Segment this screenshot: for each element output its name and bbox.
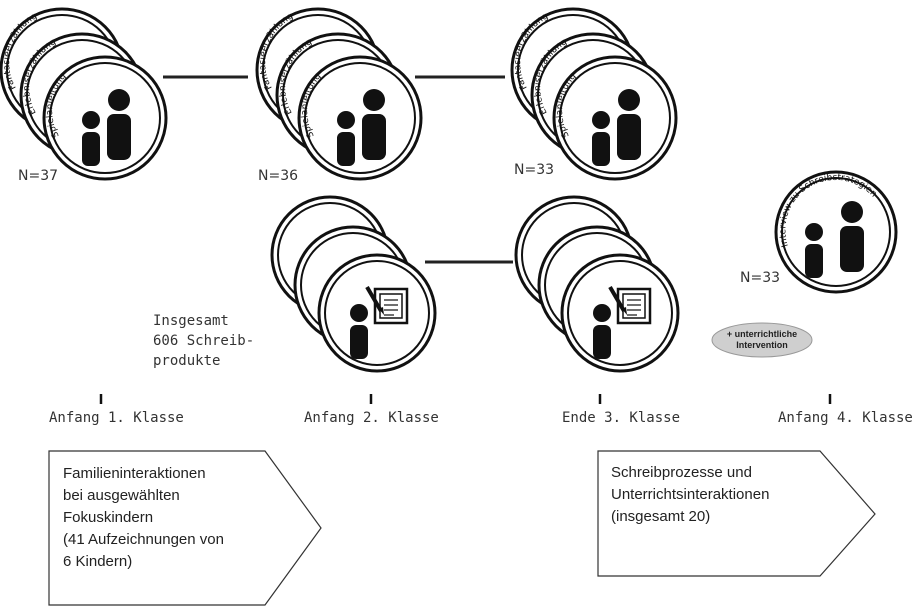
pencil-icon (608, 285, 627, 315)
child-icon (805, 223, 823, 278)
child-icon (592, 111, 610, 166)
intervention-label: + unterrichtliche Intervention (726, 329, 798, 350)
adult-icon (362, 89, 386, 160)
interview-circle: Interview zu Schreibstrategien (774, 170, 898, 294)
writing-circle-stack-1 (270, 195, 437, 373)
count-label-4: N=33 (740, 270, 781, 286)
adult-icon (617, 89, 641, 160)
pencil-icon (365, 285, 384, 315)
text-circle-stack-3: Fantasieerzählung Erlebniserzählung Spie… (510, 7, 678, 181)
text-circle-stack-2: Fantasieerzählung Erlebniserzählung Spie… (255, 7, 423, 181)
child-icon (82, 111, 100, 166)
arrow-box-family (48, 450, 322, 606)
timeline-label-2: Anfang 2. Klasse (304, 410, 439, 426)
count-label-2: N=36 (258, 168, 299, 184)
intervention-pill (711, 322, 813, 358)
products-note: Insgesamt 606 Schreib- produkte (153, 313, 255, 369)
adult-icon (840, 201, 864, 272)
writing-circle-stack-2 (514, 195, 680, 373)
writing-box-text: Schreibprozesse und Unterrichtsinterakti… (611, 464, 770, 525)
timeline-label-4: Anfang 4. Klasse (778, 410, 913, 426)
text-circle-stack-1: Fantasieerzählung Erlebniserzählung Spie… (0, 7, 168, 181)
timeline-label-1: Anfang 1. Klasse (49, 410, 184, 426)
count-label-3: N=33 (514, 162, 555, 178)
adult-icon (107, 89, 131, 160)
child-icon (337, 111, 355, 166)
child-icon (350, 304, 368, 359)
count-label-1: N=37 (18, 168, 59, 184)
child-icon (593, 304, 611, 359)
arrow-box-writing (597, 450, 876, 577)
timeline-label-3: Ende 3. Klasse (562, 410, 681, 426)
family-box-text: Familieninteraktionen bei ausgewählten F… (63, 465, 224, 570)
